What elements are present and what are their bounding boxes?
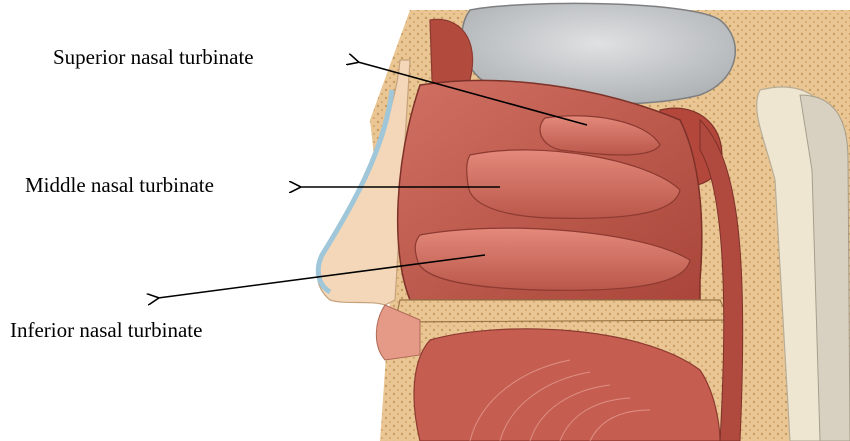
- superior-turbinate-label: Superior nasal turbinate: [53, 47, 254, 68]
- hard-palate: [395, 300, 730, 322]
- middle-turbinate-label: Middle nasal turbinate: [25, 175, 214, 196]
- inferior-turbinate-label: Inferior nasal turbinate: [10, 320, 202, 341]
